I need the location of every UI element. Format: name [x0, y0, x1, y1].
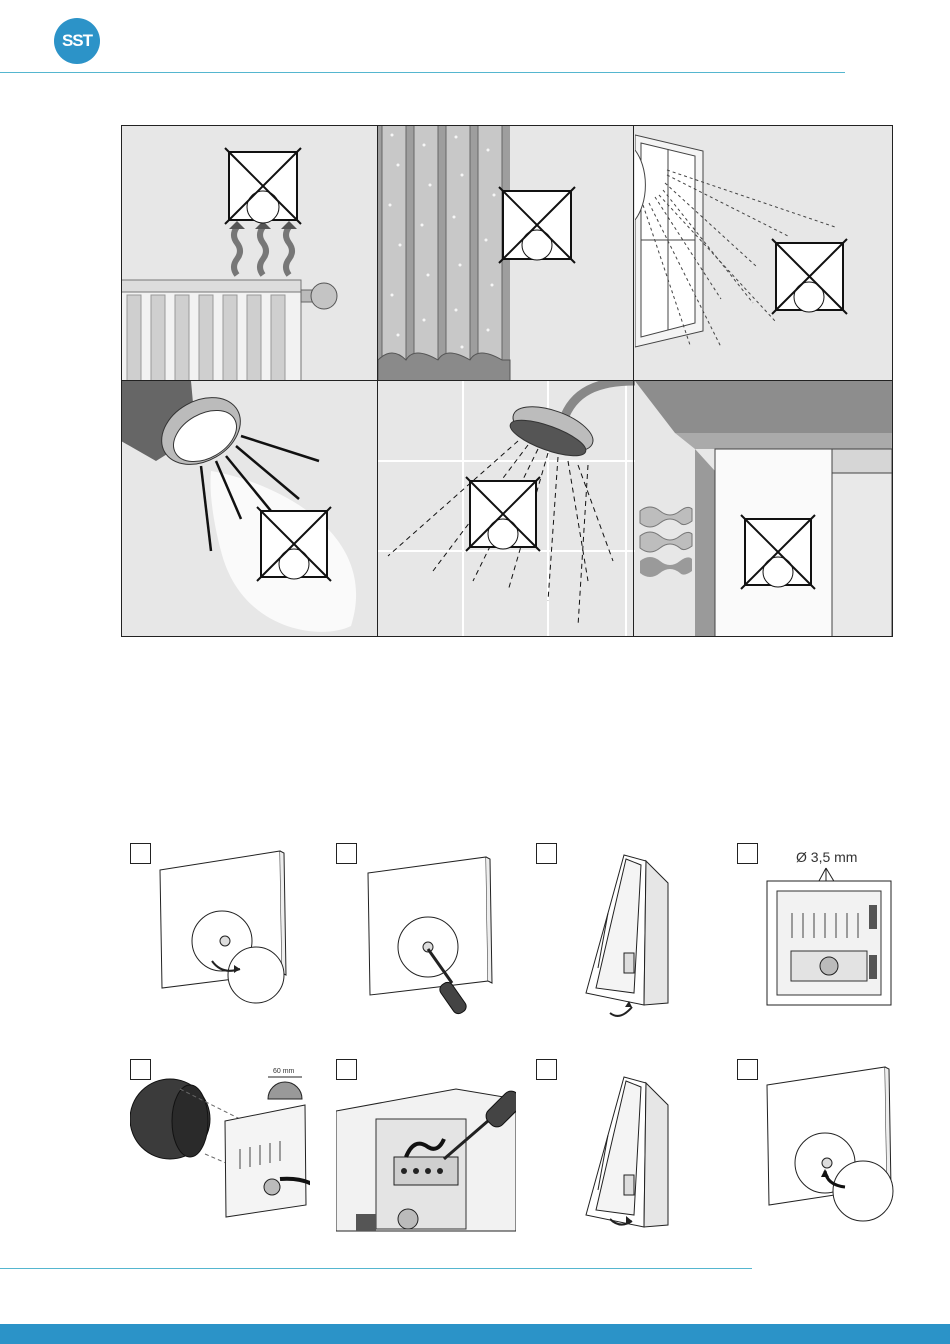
step-close-cover	[536, 1059, 716, 1239]
step-drill-holes: Ø 3,5 mm	[737, 843, 917, 1023]
warning-radiator-panel	[121, 125, 378, 381]
no-sign-icon	[499, 187, 575, 263]
footer-rule	[0, 1268, 752, 1269]
placement-warnings-grid	[121, 125, 893, 637]
warning-curtain-panel	[378, 125, 635, 381]
header-rule	[0, 72, 845, 73]
step-refit-knob	[737, 1059, 917, 1239]
step-mount-box: 60 mm	[130, 1059, 310, 1239]
grid-divider	[121, 380, 893, 381]
grid-divider	[633, 125, 634, 637]
warning-sunlight-panel	[635, 125, 892, 381]
no-sign-icon	[741, 515, 815, 589]
no-sign-icon	[772, 239, 847, 314]
warning-shower-panel	[378, 381, 635, 637]
no-sign-icon	[225, 148, 301, 224]
step-connect-wires	[336, 1059, 516, 1239]
step-unscrew	[336, 843, 516, 1023]
logo-text: SST	[54, 18, 100, 64]
step-remove-knob	[130, 843, 310, 1023]
no-sign-icon	[257, 507, 331, 581]
brand-logo: SST	[54, 18, 100, 64]
step-open-cover	[536, 843, 716, 1023]
footer-band	[0, 1324, 950, 1344]
warning-spotlight-panel	[121, 381, 378, 637]
no-sign-icon	[466, 477, 540, 551]
grid-divider	[377, 125, 378, 637]
warning-draught-panel	[635, 381, 892, 637]
